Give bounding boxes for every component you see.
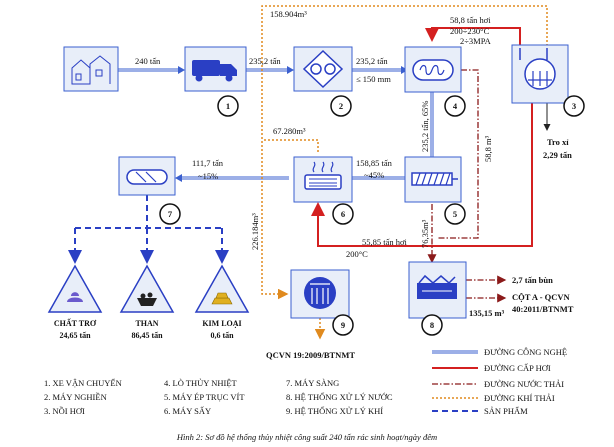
product-coal-name: THAN (135, 319, 158, 328)
flow-label-tro-val: 2,29 tấn (543, 150, 572, 160)
line-legend: ĐƯỜNG CÔNG NGHỆ ĐƯỜNG CẤP HƠI ĐƯỜNG NƯỚC… (432, 347, 567, 416)
dryer-box (293, 156, 353, 203)
crusher-box (293, 46, 353, 92)
flow-label-cot-a: CỘT A - QCVN (512, 292, 571, 302)
equipment-item-9: 9. HỆ THỐNG XỬ LÝ KHÍ (286, 406, 383, 416)
legend-wastewater-label: ĐƯỜNG NƯỚC THẢI (484, 379, 564, 389)
equipment-item-3: 3. NỒI HƠI (44, 406, 85, 416)
flow-label-tro: Tro xỉ (547, 137, 569, 147)
boiler-box (511, 44, 569, 104)
product-inert-name: CHẤT TRƠ (54, 318, 97, 328)
legend-exhaust-label: ĐƯỜNG KHÍ THẢI (484, 393, 555, 403)
sieve-box (118, 156, 176, 196)
figure-caption: Hình 2: Sơ đồ hệ thống thủy nhiệt công s… (176, 432, 437, 442)
equipment-item-6: 6. MÁY SẤY (164, 406, 211, 416)
flow-label-steam: 58,8 tấn hơi (450, 15, 491, 25)
flow-label-158904: 158.904m³ (270, 9, 307, 19)
gas-treatment-box (290, 269, 350, 319)
flow-label-58-8m3: 58,8 m³ (483, 135, 493, 162)
node-7-label: 7 (168, 209, 173, 219)
flow-label-235-65: 235,2 tấn, 65% (420, 101, 430, 152)
water-treatment-box (408, 261, 467, 319)
equipment-item-5: 5. MÁY ÉP TRỤC VÍT (164, 392, 245, 402)
flow-label-67280: 67.280m³ (273, 126, 306, 136)
flow-label-45: ~45% (364, 170, 384, 180)
flow-label-qcvn19: QCVN 19:2009/BTNMT (266, 350, 355, 360)
flow-label-240: 240 tấn (135, 56, 161, 66)
node-9-label: 9 (341, 320, 345, 330)
transport-truck-box (184, 46, 247, 92)
node-2-label: 2 (339, 101, 343, 111)
waste-source-box (63, 46, 119, 92)
flow-label-111-7: 111,7 tấn (192, 158, 224, 168)
flow-label-bun: 2,7 tấn bùn (512, 275, 553, 285)
node-6-label: 6 (341, 209, 345, 219)
equipment-item-1: 1. XE VẬN CHUYỂN (44, 378, 122, 388)
node-1-label: 1 (226, 101, 230, 111)
product-inert-value: 24,65 tấn (59, 331, 91, 340)
product-coal-value: 86,45 tấn (131, 331, 163, 340)
flow-label-15: ~15% (198, 171, 218, 181)
flow-label-235-2b: 235,2 tấn (356, 56, 388, 66)
flow-label-200c: 200°C (346, 249, 368, 259)
node-3-label: 3 (572, 101, 576, 111)
product-inert-icon (47, 264, 103, 313)
legend-process-label: ĐƯỜNG CÔNG NGHỆ (484, 347, 567, 357)
flow-label-235-2: 235,2 tấn (249, 56, 281, 66)
flow-label-76-35: 76,35m³ (420, 219, 430, 248)
node-4-label: 4 (453, 101, 458, 111)
flow-label-temp: 200÷230°C (450, 26, 490, 36)
process-lines (118, 68, 434, 180)
node-5-label: 5 (453, 209, 457, 219)
node-markers (159, 95, 585, 336)
exhaust-lines (261, 5, 548, 340)
product-metal-icon (194, 264, 250, 313)
flow-label-press: 2÷3MPA (460, 36, 492, 46)
node-8-label: 8 (430, 320, 434, 330)
equipment-list: 1. XE VẬN CHUYỂN 2. MÁY NGHIỀN 3. NỒI HƠ… (44, 378, 393, 416)
equipment-item-4: 4. LÒ THỦY NHIỆT (164, 378, 238, 388)
screw-press-box (404, 156, 462, 203)
flow-label-226184: 226.184m³ (250, 213, 260, 250)
wastewater-lines (427, 69, 507, 303)
reactor-box (404, 46, 462, 93)
flow-label-158-85: 158,85 tấn (356, 158, 393, 168)
flow-label-135: 135,15 m³ (469, 308, 505, 318)
product-metal-name: KIM LOẠI (202, 319, 241, 328)
product-metal-value: 0,6 tấn (210, 331, 234, 340)
flow-label-cot-a2: 40:2011/BTNMT (512, 304, 574, 314)
flow-label-size: ≤ 150 mm (356, 74, 391, 84)
product-lines (68, 195, 229, 264)
product-coal-icon (119, 264, 175, 313)
equipment-item-7: 7. MÁY SÀNG (286, 378, 339, 388)
steam-lines (311, 27, 533, 247)
legend-product-label: SẢN PHẨM (484, 406, 528, 416)
equipment-item-8: 8. HỆ THỐNG XỬ LÝ NƯỚC (286, 392, 393, 402)
flow-label-55-85: 55,85 tấn hơi (362, 237, 408, 247)
legend-steam-label: ĐƯỜNG CẤP HƠI (484, 363, 551, 373)
equipment-item-2: 2. MÁY NGHIỀN (44, 392, 107, 402)
